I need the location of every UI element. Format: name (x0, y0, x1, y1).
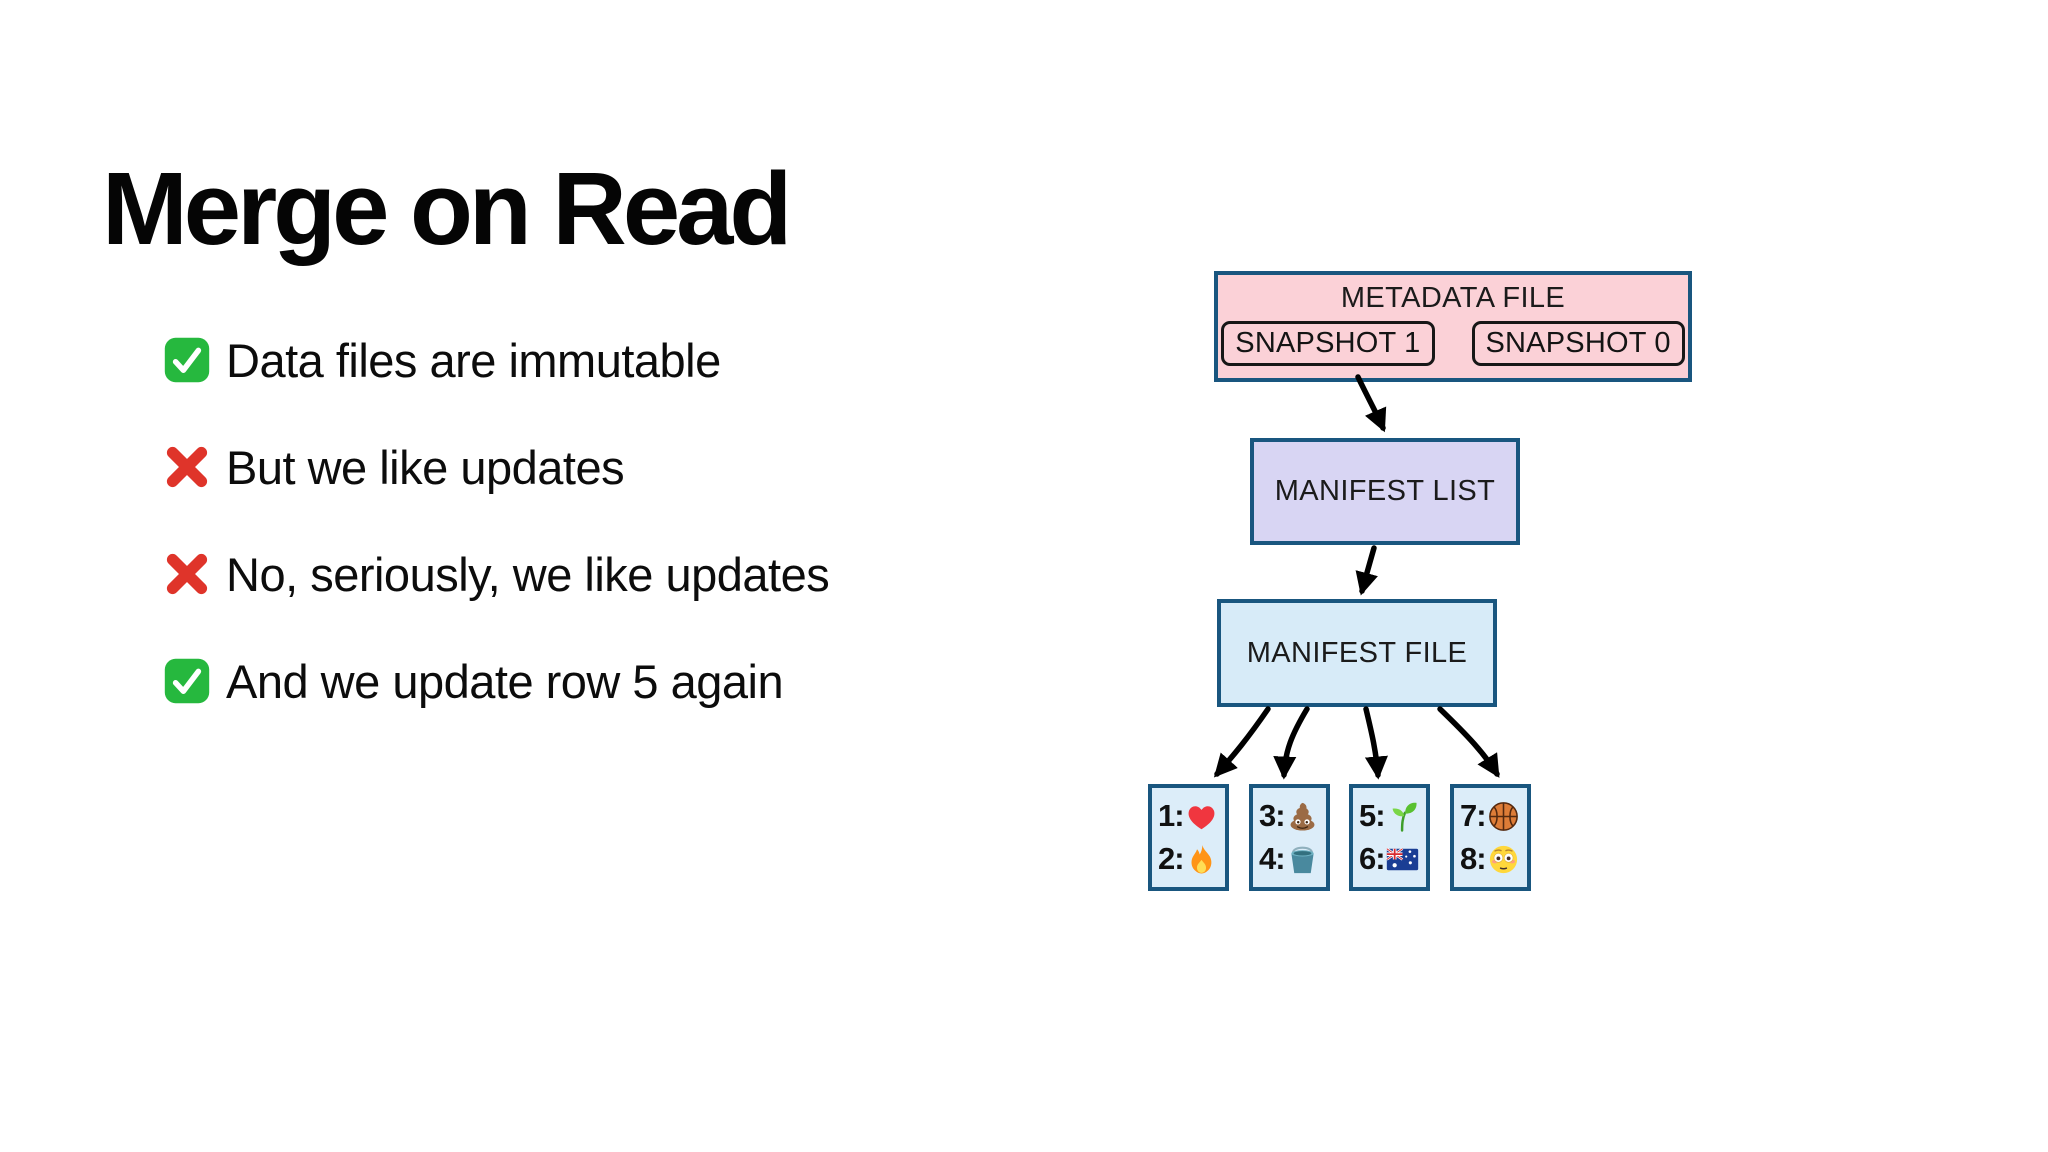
bullet-list: Data files are immutable But we like upd… (163, 332, 830, 709)
bullet-text: No, seriously, we like updates (226, 547, 830, 601)
arrow-manifest-file-to-data1 (1213, 706, 1271, 778)
bullet-item: Data files are immutable (163, 332, 829, 388)
row-number: 5: (1359, 798, 1386, 833)
manifest-list-label: MANIFEST LIST (1274, 475, 1496, 507)
data-row: 8: (1460, 841, 1520, 877)
bullet-text: Data files are immutable (226, 333, 721, 387)
page-title: Merge on Read (102, 151, 792, 266)
arrow-manifest-file-to-data4 (1437, 706, 1500, 778)
basketball-icon (1487, 800, 1520, 833)
arrow-manifest-list-to-manifest-file (1355, 545, 1378, 596)
snapshot-row: SNAPSHOT 1 SNAPSHOT 0 (1221, 321, 1685, 366)
row-number: 2: (1158, 841, 1185, 876)
data-file-box-1: 1: 2: (1148, 784, 1229, 891)
red-heart-icon (1185, 800, 1218, 833)
check-mark-icon (163, 657, 211, 705)
data-row: 2: (1158, 841, 1218, 877)
arrow-manifest-file-to-data2 (1273, 706, 1310, 780)
metadata-file-box: METADATA FILE SNAPSHOT 1 SNAPSHOT 0 (1214, 271, 1692, 382)
data-row: 5: (1359, 798, 1419, 834)
fire-icon (1185, 843, 1218, 876)
metadata-file-label: METADATA FILE (1340, 282, 1566, 314)
row-number: 3: (1259, 798, 1286, 833)
australia-flag-icon (1385, 843, 1419, 876)
flushed-face-icon (1487, 843, 1520, 876)
bullet-item: No, seriously, we like updates (163, 546, 830, 602)
manifest-file-label: MANIFEST FILE (1246, 636, 1468, 669)
bullet-text: And we update row 5 again (226, 654, 784, 708)
bullet-item: But we like updates (163, 439, 829, 495)
bullet-item: And we update row 5 again (163, 653, 829, 709)
arrow-snapshot1-to-manifest-list (1355, 374, 1387, 433)
manifest-list-box: MANIFEST LIST (1250, 438, 1520, 545)
data-row: 4: (1259, 841, 1319, 877)
data-file-box-2: 3: 4: (1249, 784, 1330, 891)
bullet-text: But we like updates (226, 440, 625, 494)
row-number: 6: (1359, 841, 1386, 876)
bucket-icon (1286, 843, 1319, 876)
snapshot-0-box: SNAPSHOT 0 (1471, 321, 1685, 366)
data-row: 6: (1359, 841, 1419, 877)
row-number: 7: (1460, 798, 1487, 833)
data-file-box-3: 5: 6: (1349, 784, 1430, 891)
snapshot-1-box: SNAPSHOT 1 (1221, 321, 1435, 366)
pile-of-poo-icon (1286, 800, 1319, 833)
data-row: 1: (1158, 798, 1218, 834)
manifest-file-box: MANIFEST FILE (1217, 599, 1497, 707)
cross-mark-icon (163, 550, 211, 598)
data-file-box-4: 7: 8: (1450, 784, 1531, 891)
row-number: 1: (1158, 798, 1185, 833)
seedling-icon (1386, 800, 1419, 833)
arrow-manifest-file-to-data3 (1363, 706, 1388, 780)
check-mark-icon (163, 336, 211, 384)
row-number: 8: (1460, 841, 1487, 876)
row-number: 4: (1259, 841, 1286, 876)
data-row: 3: (1259, 798, 1319, 834)
cross-mark-icon (163, 443, 211, 491)
data-row: 7: (1460, 798, 1520, 834)
